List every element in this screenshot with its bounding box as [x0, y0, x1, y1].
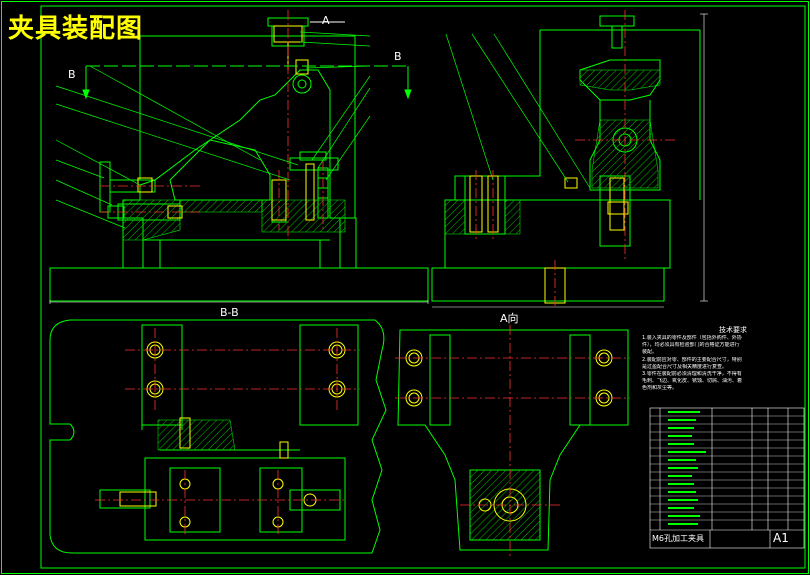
title-block-part-name: M6孔加工夹具 — [652, 534, 704, 543]
technical-notes-title: 技术要求 — [719, 326, 747, 334]
side-view-centerlines — [475, 10, 675, 308]
side-leader-lines — [445, 33, 591, 189]
front-view — [49, 17, 429, 302]
section-arrow-label-left: B — [68, 68, 76, 81]
section-arrows — [82, 65, 412, 100]
drawing-title: 夹具装配图 — [8, 14, 144, 44]
technical-note-line: 装配。 — [642, 349, 658, 356]
technical-notes: 技术要求 1.装入夹具的零件及部件（包括外购件、外协 件），均必须具有检验部门的… — [642, 325, 804, 393]
drawing-inner-border — [40, 5, 806, 569]
side-view-hatching — [444, 69, 661, 235]
leader-lines — [55, 31, 371, 229]
front-dimension — [49, 300, 429, 304]
bom-entries — [668, 411, 706, 525]
technical-note-line: 件），均必须具有检验部门的合格证方能进行 — [642, 342, 740, 349]
technical-note-line: 毛刺、飞边、氧化皮、锈蚀、切屑、油污、着 — [642, 378, 743, 385]
title-block-sheet-size: A1 — [773, 531, 789, 545]
technical-note-line: 是过盈配合尺寸及相关精度进行复查。 — [642, 363, 728, 370]
section-bb-hatching — [157, 419, 236, 451]
technical-note-line: 2.装配前应对零、部件的主要配合尺寸，特别 — [642, 356, 742, 363]
side-view — [431, 15, 701, 302]
section-bb-centerlines — [95, 328, 360, 535]
side-dimensions — [432, 13, 708, 308]
front-view-hatching — [122, 199, 346, 241]
technical-note-line: 3.零件在装配前必须清理和清洗干净，不得有 — [642, 371, 742, 378]
title-block — [649, 407, 805, 549]
technical-note-line: 色剂和灰尘等。 — [642, 385, 678, 392]
view-arrow-label: A — [322, 14, 330, 27]
a-view-centerlines — [395, 325, 630, 556]
side-view-hidden-lines — [469, 175, 629, 304]
bom-rows — [650, 415, 804, 521]
section-view-label: B-B — [220, 306, 239, 319]
section-arrow-label-right: B — [394, 50, 402, 63]
technical-note-line: 1.装入夹具的零件及部件（包括外购件、外协 — [642, 335, 742, 341]
front-view-centerlines — [100, 10, 324, 240]
a-view-label: A向 — [500, 312, 519, 325]
